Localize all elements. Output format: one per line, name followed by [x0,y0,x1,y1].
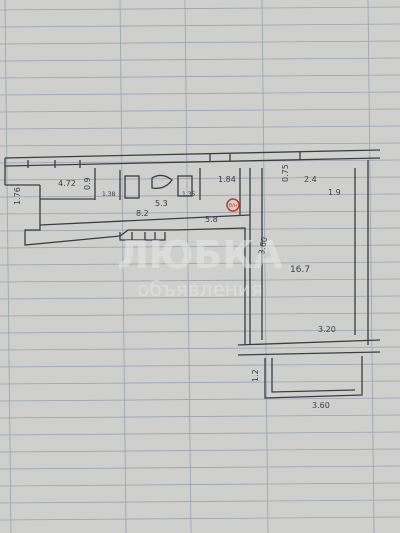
watermark: ЛЮБКА объявления [117,233,283,301]
grid-row-line [0,346,400,351]
label-dim-corridor: 5.3 [155,199,168,208]
label-dim-right-small: 0.75 [281,164,290,182]
grid-row-line [0,295,400,300]
grid-row-line [0,414,400,419]
red-stamp-icon [226,198,240,212]
label-area-upper-right: 2.4 [304,175,317,184]
stamp-text: б/н [229,203,237,209]
grid-row-line [0,142,400,147]
label-dim-balcony-side: 1.2 [251,369,260,382]
label-dim-kitchen: 5.8 [205,215,218,224]
grid-row-line [0,261,400,266]
grid-row-line [0,380,400,385]
grid-column-line [367,0,375,533]
grid-row-line [0,363,400,368]
label-dim-wall-vertical: 3.60 [257,236,269,255]
grid-row-line [0,40,400,45]
grid-row-line [0,431,400,436]
label-dim-right-upper: 1.9 [328,188,341,197]
grid-row-line [0,482,400,487]
grid-row-line [0,499,400,504]
label-dim-small-a: 0.9 [83,177,92,190]
grid-row-line [0,57,400,62]
grid-column-line [184,0,192,533]
grid-row-line [0,278,400,283]
grid-row-line [0,329,400,334]
grid-row-line [0,465,400,470]
grid-row-line [0,125,400,130]
grid-row-line [0,448,400,453]
plan-labels: 4.72 1.76 0.9 1.38 1.35 5.3 8.2 5.8 1.84… [13,164,341,410]
label-dim-upper-mid: 1.84 [218,175,236,184]
label-dim-left: 1.76 [13,187,22,205]
label-dim-balcony-top: 3.20 [318,325,336,334]
label-area-upper-left: 4.72 [58,179,76,188]
grid-row-line [0,516,400,521]
grid-row-line [0,210,400,215]
grid-column-line [4,0,12,533]
grid-row-line [0,6,400,11]
label-dim-small-b: 1.38 [102,191,116,198]
label-dim-balcony-bottom: 3.60 [312,401,330,410]
grid-row-line [0,91,400,96]
grid-row-line [0,108,400,113]
label-area-large: 16.7 [290,265,310,275]
grid-column-line [119,0,127,533]
watermark-line1: ЛЮБКА [117,233,283,277]
label-area-small: 8.2 [136,209,149,218]
grid-row-line [0,74,400,79]
grid-row-line [0,244,400,249]
label-dim-small-c: 1.35 [182,191,196,198]
grid-column-line [261,0,269,533]
grid-row-line [0,23,400,28]
grid-row-line [0,397,400,402]
grid-row-line [0,312,400,317]
watermark-line2: объявления [137,277,263,301]
wall-lines [4,149,381,399]
